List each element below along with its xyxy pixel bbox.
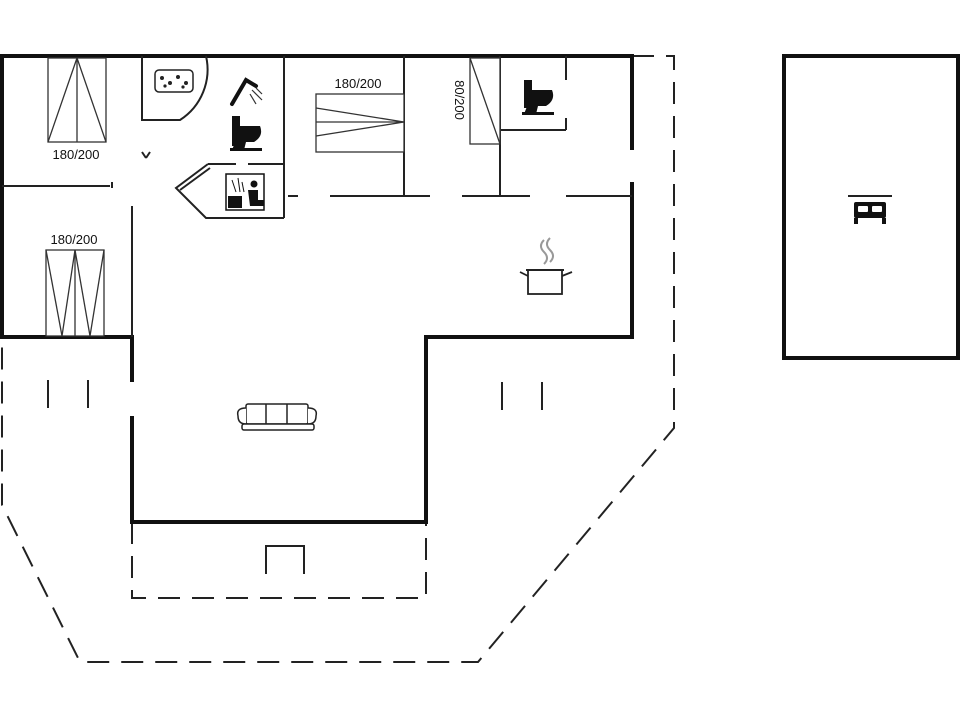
cooking-pot-icon bbox=[519, 237, 573, 295]
bed-size-label: 180/200 bbox=[335, 76, 382, 91]
bed-small: 80/200 bbox=[452, 57, 501, 145]
sofa-icon bbox=[236, 403, 318, 431]
jacuzzi-icon bbox=[154, 69, 194, 93]
shower-icon bbox=[230, 77, 263, 106]
terrace-outline bbox=[1, 55, 675, 663]
sauna-icon bbox=[225, 173, 265, 211]
bed-top-left: 180/200 bbox=[47, 57, 107, 162]
bed-center: 180/200 bbox=[315, 76, 405, 153]
bed-size-label: 80/200 bbox=[452, 80, 467, 120]
bed-icon bbox=[854, 202, 886, 224]
bed-size-label: 180/200 bbox=[51, 232, 98, 247]
bed-size-label: 180/200 bbox=[53, 147, 100, 162]
bed-left: 180/200 bbox=[45, 232, 105, 337]
toilet-icon bbox=[522, 80, 554, 115]
exterior-walls bbox=[0, 54, 634, 524]
sauna-cubicle bbox=[174, 163, 284, 219]
door-markers bbox=[47, 380, 543, 574]
toilet-icon bbox=[230, 116, 262, 151]
